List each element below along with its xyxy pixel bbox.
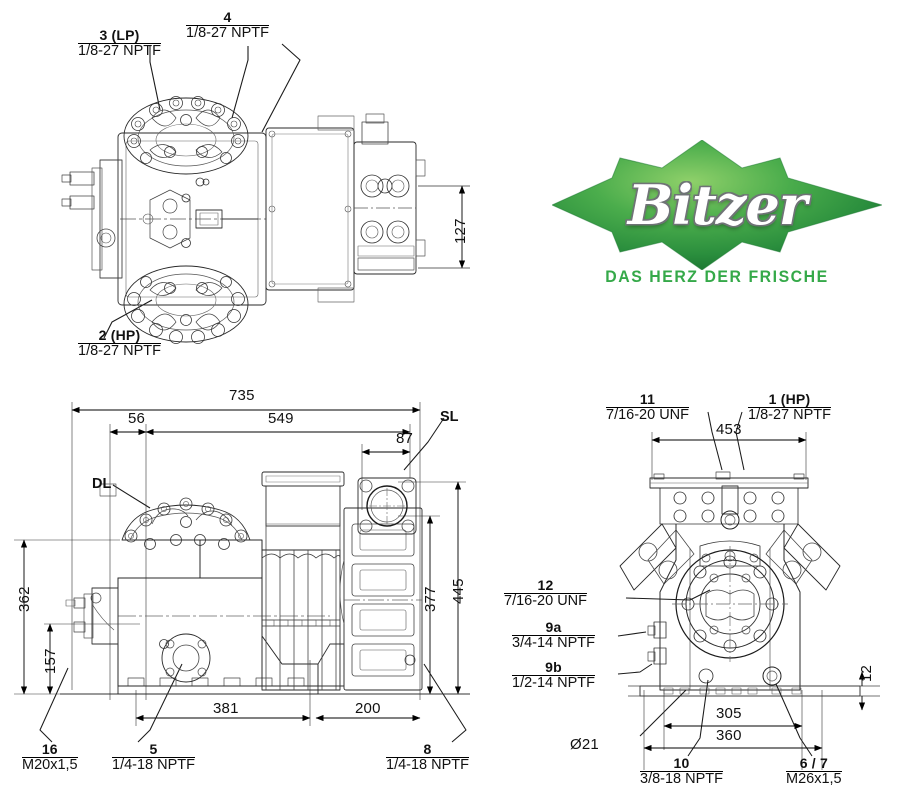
bitzer-logo: Bitzer DAS HERZ DER FRISCHE	[552, 140, 882, 310]
callout-3-thread: 1/8-27 NPTF	[78, 42, 161, 59]
callout-10-number: 10	[673, 755, 690, 771]
dim-text-377: 377	[422, 586, 439, 612]
dim-360	[643, 690, 823, 770]
callout-10-thread: 3/8-18 NPTF	[640, 770, 723, 787]
dim-text-12: 12	[858, 664, 875, 682]
port-tag-dl: DL	[92, 476, 112, 492]
callout-16-number: 16	[41, 741, 58, 757]
callout-11-thread: 7/16-20 UNF	[606, 406, 690, 423]
callout-2-number: 2 (HP)	[98, 327, 141, 343]
dim-text-735: 735	[229, 387, 255, 404]
callout-8: 8 1/4-18 NPTF	[386, 742, 469, 773]
callout-1-thread: 1/8-27 NPTF	[748, 406, 831, 423]
callout-16-thread: M20x1,5	[22, 756, 78, 773]
callout-12-number: 12	[537, 577, 554, 593]
callout-8-number: 8	[423, 741, 432, 757]
callout-12: 12 7/16-20 UNF	[504, 577, 588, 609]
callout-1-hp: 1 (HP) 1/8-27 NPTF	[748, 392, 831, 423]
dim-text-305: 305	[716, 705, 742, 722]
callout-6-7-number: 6 / 7	[799, 755, 828, 771]
callout-12-thread: 7/16-20 UNF	[504, 592, 588, 609]
callout-3-lp: 3 (LP) 1/8-27 NPTF	[78, 28, 161, 59]
callout-5: 5 1/4-18 NPTF	[112, 742, 195, 773]
front-view-compressor	[617, 411, 880, 770]
dim-735	[71, 402, 421, 700]
dim-text-381: 381	[213, 700, 239, 717]
callout-9a: 9a 3/4-14 NPTF	[512, 620, 595, 651]
callout-8-thread: 1/4-18 NPTF	[386, 756, 469, 773]
callout-11-number: 11	[639, 391, 656, 407]
callout-4-number: 4	[223, 9, 232, 25]
dim-56	[109, 424, 147, 700]
dim-text-56: 56	[128, 410, 146, 427]
note-diameter-21: Ø21	[570, 736, 599, 753]
logo-tagline: DAS HERZ DER FRISCHE	[605, 268, 829, 286]
logo-star-shape	[552, 140, 882, 270]
dim-87	[361, 444, 411, 510]
callout-11: 11 7/16-20 UNF	[606, 391, 690, 423]
callout-9b: 9b 1/2-14 NPTF	[512, 660, 595, 691]
dim-text-200: 200	[355, 700, 381, 717]
callout-9a-thread: 3/4-14 NPTF	[512, 634, 595, 651]
dim-453	[651, 432, 807, 480]
dim-text-87: 87	[396, 430, 414, 447]
dim-127	[418, 185, 470, 269]
dim-text-362: 362	[16, 586, 33, 612]
port-tag-sl: SL	[440, 409, 459, 425]
dim-text-360: 360	[716, 727, 742, 744]
callout-3-number: 3 (LP)	[99, 27, 140, 43]
dim-305	[663, 690, 803, 770]
dim-text-445: 445	[450, 578, 467, 604]
dim-text-127: 127	[452, 218, 469, 244]
top-view-compressor	[61, 43, 470, 344]
callout-4-thread: 1/8-27 NPTF	[186, 24, 269, 41]
callout-10: 10 3/8-18 NPTF	[640, 756, 723, 787]
callout-9b-number: 9b	[545, 659, 562, 675]
callout-2-thread: 1/8-27 NPTF	[78, 342, 161, 359]
side-view-compressor	[14, 402, 470, 743]
callout-16: 16 M20x1,5	[22, 742, 78, 773]
callout-9a-number: 9a	[545, 619, 562, 635]
dim-text-453: 453	[716, 421, 742, 438]
dim-549	[145, 424, 411, 478]
dim-381	[135, 660, 311, 726]
callout-4: 4 1/8-27 NPTF	[186, 10, 269, 41]
callout-6-7: 6 / 7 M26x1,5	[786, 756, 842, 787]
dim-text-549: 549	[268, 410, 294, 427]
callout-9b-thread: 1/2-14 NPTF	[512, 674, 595, 691]
callout-5-thread: 1/4-18 NPTF	[112, 756, 195, 773]
callout-5-number: 5	[149, 741, 158, 757]
dim-text-157: 157	[42, 648, 59, 674]
callout-2-hp: 2 (HP) 1/8-27 NPTF	[78, 328, 161, 359]
callout-6-7-thread: M26x1,5	[786, 770, 842, 787]
callout-1-number: 1 (HP)	[768, 391, 811, 407]
